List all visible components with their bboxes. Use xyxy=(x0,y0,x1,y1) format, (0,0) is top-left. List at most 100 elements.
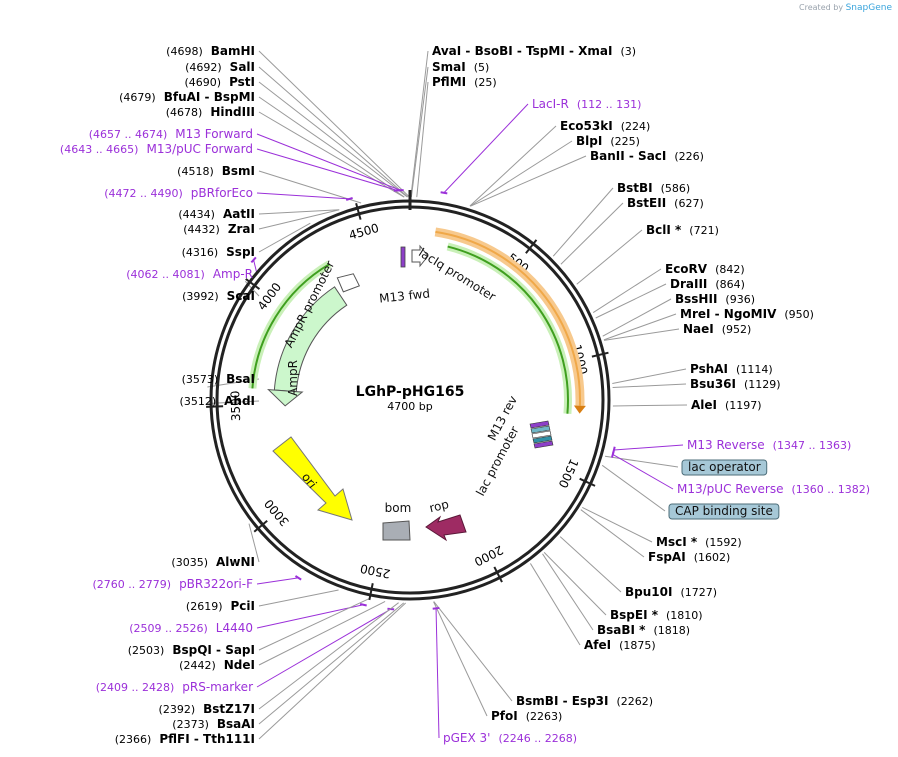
site-label[interactable]: BsaAI(2373) xyxy=(172,717,255,731)
primer-label[interactable]: pGEX 3'(2246 .. 2268) xyxy=(443,731,577,745)
site-position: (1602) xyxy=(694,551,731,564)
feature-box-label[interactable]: CAP binding site xyxy=(668,503,780,520)
primer-label[interactable]: LacI-R(112 .. 131) xyxy=(532,97,641,111)
site-label[interactable]: PshAI(1114) xyxy=(690,362,773,376)
ampr-arrowhead xyxy=(267,388,304,407)
bom-label: bom xyxy=(385,501,412,515)
site-label[interactable]: DraIII(864) xyxy=(670,277,745,291)
site-label[interactable]: BamHI(4698) xyxy=(166,44,255,58)
site-label[interactable]: SalI(4692) xyxy=(185,60,255,74)
site-label[interactable]: AvaI - BsoBI - TspMI - XmaI(3) xyxy=(432,44,636,58)
site-label[interactable]: ScaI(3992) xyxy=(182,289,255,303)
site-label[interactable]: BssHII(936) xyxy=(675,292,755,306)
site-label[interactable]: AatII(4434) xyxy=(178,207,255,221)
site-label[interactable]: BspQI - SapI(2503) xyxy=(128,643,255,657)
site-position: (225) xyxy=(610,135,640,148)
site-label[interactable]: PflMI(25) xyxy=(432,75,497,89)
pointer-line xyxy=(258,598,369,651)
site-label[interactable]: AhdI(3512) xyxy=(180,394,255,408)
site-label[interactable]: HindIII(4678) xyxy=(166,105,255,119)
primer-label[interactable]: M13/pUC Forward(4643 .. 4665) xyxy=(60,142,253,156)
site-label[interactable]: BsmI(4518) xyxy=(177,164,255,178)
ampr-promoter-arrow[interactable] xyxy=(336,273,361,293)
site-label[interactable]: PstI(4690) xyxy=(184,75,255,89)
site-label[interactable]: BsaBI *(1818) xyxy=(597,623,690,637)
lac-region-marker[interactable] xyxy=(531,430,552,439)
primer-label[interactable]: pBR322ori-F(2760 .. 2779) xyxy=(93,577,254,591)
site-label[interactable]: BstEII (627) xyxy=(627,196,704,210)
site-label[interactable]: PfoI(2263) xyxy=(491,709,562,723)
laciq-promoter-arrow[interactable] xyxy=(411,244,429,268)
m13-fwd-marker[interactable] xyxy=(400,246,406,268)
rop-feature[interactable] xyxy=(425,514,467,542)
feature-box-label[interactable]: lac operator xyxy=(681,459,768,476)
site-label[interactable]: MscI *(1592) xyxy=(656,535,742,549)
pointer-line xyxy=(258,66,409,198)
site-label[interactable]: BanII - SacI(226) xyxy=(590,149,704,163)
pointer-line xyxy=(258,222,311,253)
primer-site-mark xyxy=(359,603,367,607)
site-position: (627) xyxy=(674,197,704,210)
primer-label[interactable]: L4440(2509 .. 2526) xyxy=(129,621,253,635)
tick-mark xyxy=(253,519,268,533)
site-label[interactable]: Bsu36I(1129) xyxy=(690,377,781,391)
site-label[interactable]: NdeI(2442) xyxy=(179,658,255,672)
site-position: (952) xyxy=(722,323,752,336)
site-label[interactable]: AlwNI(3035) xyxy=(171,555,255,569)
primer-label[interactable]: M13 Forward(4657 .. 4674) xyxy=(89,127,253,141)
site-name: AhdI xyxy=(224,394,255,408)
site-label[interactable]: BstZ17I(2392) xyxy=(159,702,255,716)
site-label[interactable]: ZraI(4432) xyxy=(183,222,255,236)
site-name: AvaI - BsoBI - TspMI - XmaI xyxy=(432,44,612,58)
lac-region-marker[interactable] xyxy=(530,425,551,434)
site-label[interactable]: PciI(2619) xyxy=(186,599,255,613)
site-name: NaeI xyxy=(683,322,714,336)
primer-name: M13/pUC Forward xyxy=(146,142,253,156)
primer-label[interactable]: pRS-marker(2409 .. 2428) xyxy=(96,680,253,694)
primer-position: (4472 .. 4490) xyxy=(104,187,183,200)
site-label[interactable]: BlpI(225) xyxy=(576,134,640,148)
site-label[interactable]: MreI - NgoMIV(950) xyxy=(680,307,814,321)
primer-label[interactable]: M13/pUC Reverse(1360 .. 1382) xyxy=(677,482,870,496)
pointer-line xyxy=(603,313,677,341)
feature-box-text: lac operator xyxy=(688,460,761,474)
site-name: BstEII xyxy=(627,196,666,210)
site-position: (4679) xyxy=(119,91,156,104)
site-label[interactable]: SspI(4316) xyxy=(182,245,255,259)
site-label[interactable]: BclI *(721) xyxy=(646,223,719,237)
bom-feature[interactable] xyxy=(382,520,411,541)
site-position: (3573) xyxy=(182,373,219,386)
primer-label[interactable]: Amp-R(4062 .. 4081) xyxy=(126,267,253,281)
site-label[interactable]: BfuAI - BspMI(4679) xyxy=(119,90,255,104)
site-label[interactable]: BstBI(586) xyxy=(617,181,690,195)
lac-region-marker[interactable] xyxy=(529,420,550,429)
primer-label[interactable]: pBRforEco(4472 .. 4490) xyxy=(104,186,253,200)
site-label[interactable]: PflFI - Tth111I(2366) xyxy=(115,732,255,746)
site-label[interactable]: AfeI(1875) xyxy=(584,638,656,652)
site-label[interactable]: NaeI (952) xyxy=(683,322,751,336)
pointer-line xyxy=(248,523,260,563)
lac-region-marker[interactable] xyxy=(532,435,553,444)
primer-label[interactable]: M13 Reverse(1347 .. 1363) xyxy=(687,438,851,452)
site-label[interactable]: BsaI(3573) xyxy=(182,372,255,386)
site-position: (4434) xyxy=(178,208,215,221)
lac-region-marker[interactable] xyxy=(533,440,554,449)
m13-fwd-label: M13 fwd xyxy=(379,286,431,305)
site-label[interactable]: EcoRV(842) xyxy=(665,262,745,276)
site-label[interactable]: Eco53kI(224) xyxy=(560,119,650,133)
site-label[interactable]: AleI(1197) xyxy=(691,398,762,412)
tick-label: 2000 xyxy=(472,543,506,569)
primer-position: (2409 .. 2428) xyxy=(96,681,175,694)
site-label[interactable]: Bpu10I(1727) xyxy=(625,585,717,599)
site-position: (1129) xyxy=(744,378,781,391)
site-label[interactable]: FspAI(1602) xyxy=(648,550,730,564)
annotation-labels: BamHI(4698) SalI(4692)PstI(4690)BfuAI - B… xyxy=(60,44,870,746)
pointer-line xyxy=(604,455,679,468)
site-label[interactable]: SmaI(5) xyxy=(432,60,489,74)
site-label[interactable]: BsmBI - Esp3I(2262) xyxy=(516,694,653,708)
pointer-line xyxy=(613,444,684,451)
site-label[interactable]: BspEI *(1810) xyxy=(610,608,703,622)
site-position: (3035) xyxy=(171,556,208,569)
ori-feature[interactable] xyxy=(272,436,353,521)
pointer-line xyxy=(469,140,573,207)
